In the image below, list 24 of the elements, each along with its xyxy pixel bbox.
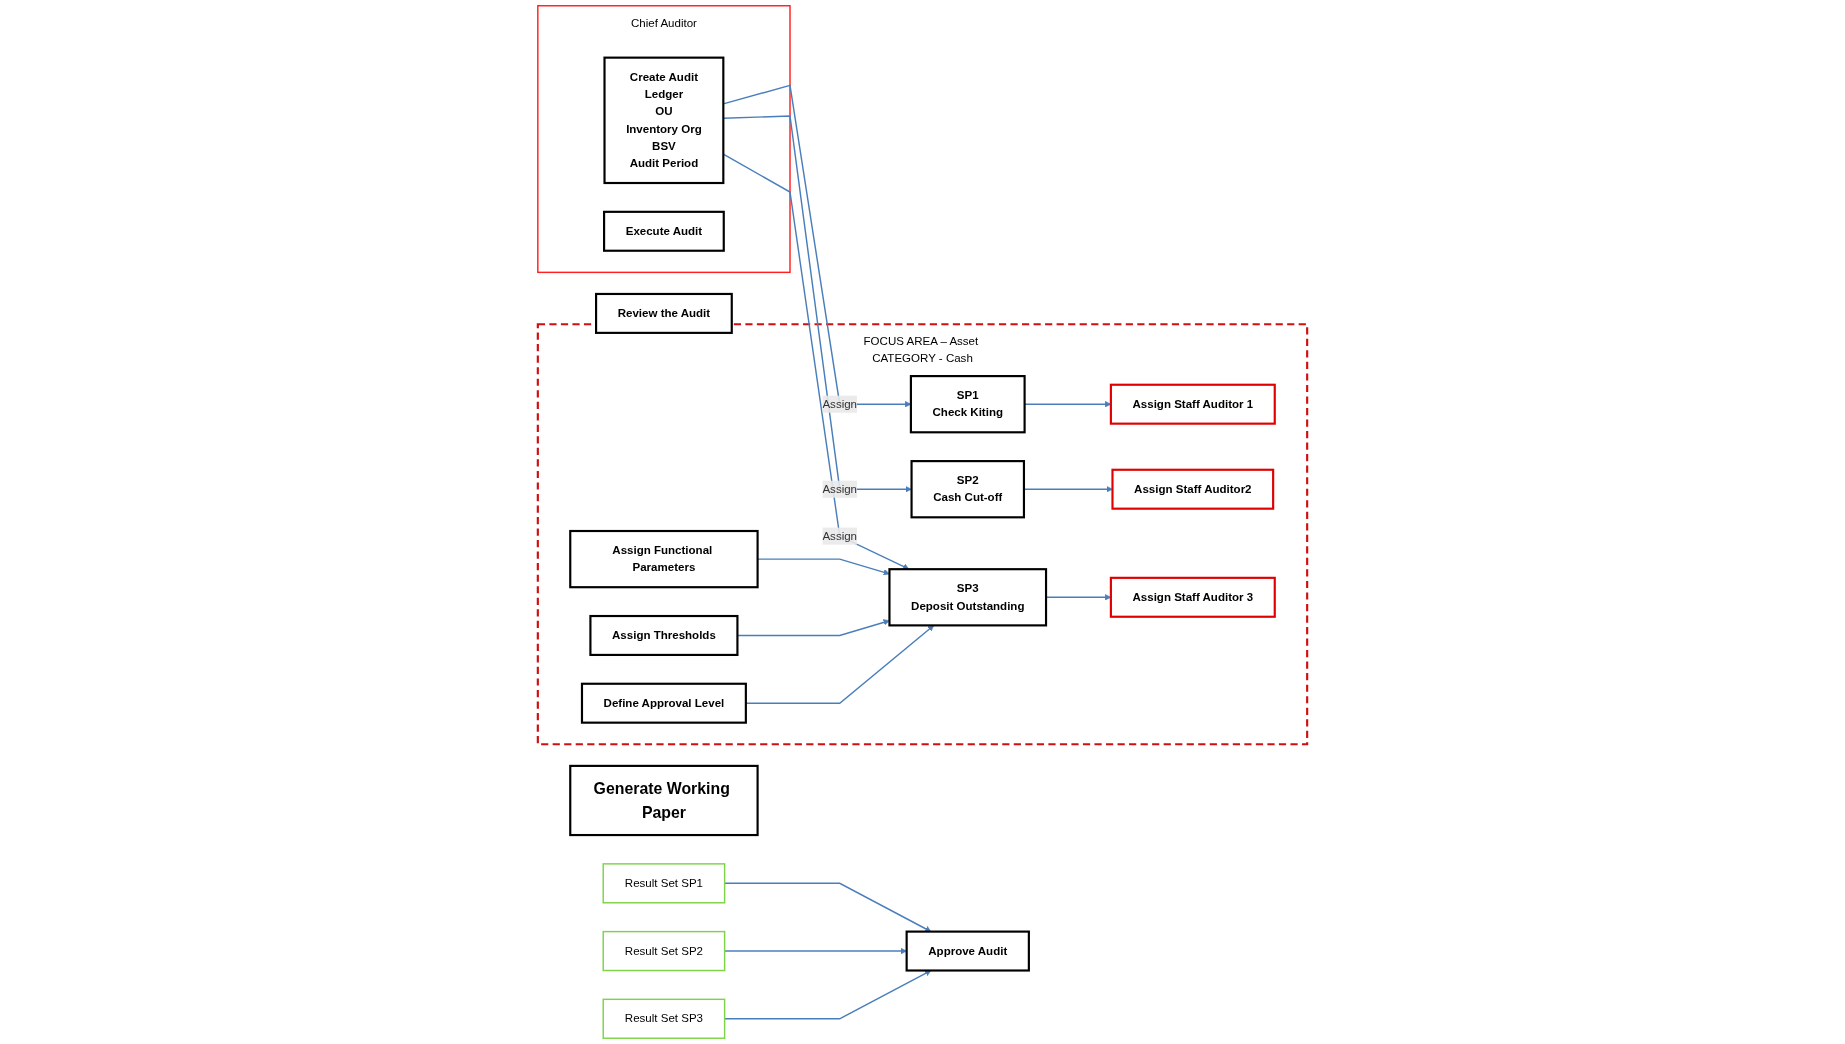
edge-label: Assign (822, 482, 858, 495)
edge-label: Assign (822, 529, 858, 542)
node-box (888, 568, 1048, 627)
node-box (569, 764, 759, 837)
node-box (589, 614, 739, 656)
node-box (1109, 383, 1276, 425)
node-box (602, 863, 726, 904)
node-box (569, 529, 759, 589)
node-box (1109, 576, 1276, 618)
arrow (1023, 486, 1113, 493)
node-box (603, 210, 725, 252)
node-box (1111, 468, 1275, 510)
arrow (745, 625, 935, 704)
node-box (602, 998, 726, 1039)
node-box (602, 930, 726, 972)
cluster (537, 5, 791, 274)
node-box (910, 460, 1025, 519)
edge-label: Assign (822, 397, 858, 410)
cluster (536, 323, 1309, 746)
node-box (595, 292, 733, 334)
node-box (580, 682, 747, 724)
node-box (909, 375, 1026, 434)
node-box (905, 930, 1030, 972)
node-box (603, 56, 725, 185)
